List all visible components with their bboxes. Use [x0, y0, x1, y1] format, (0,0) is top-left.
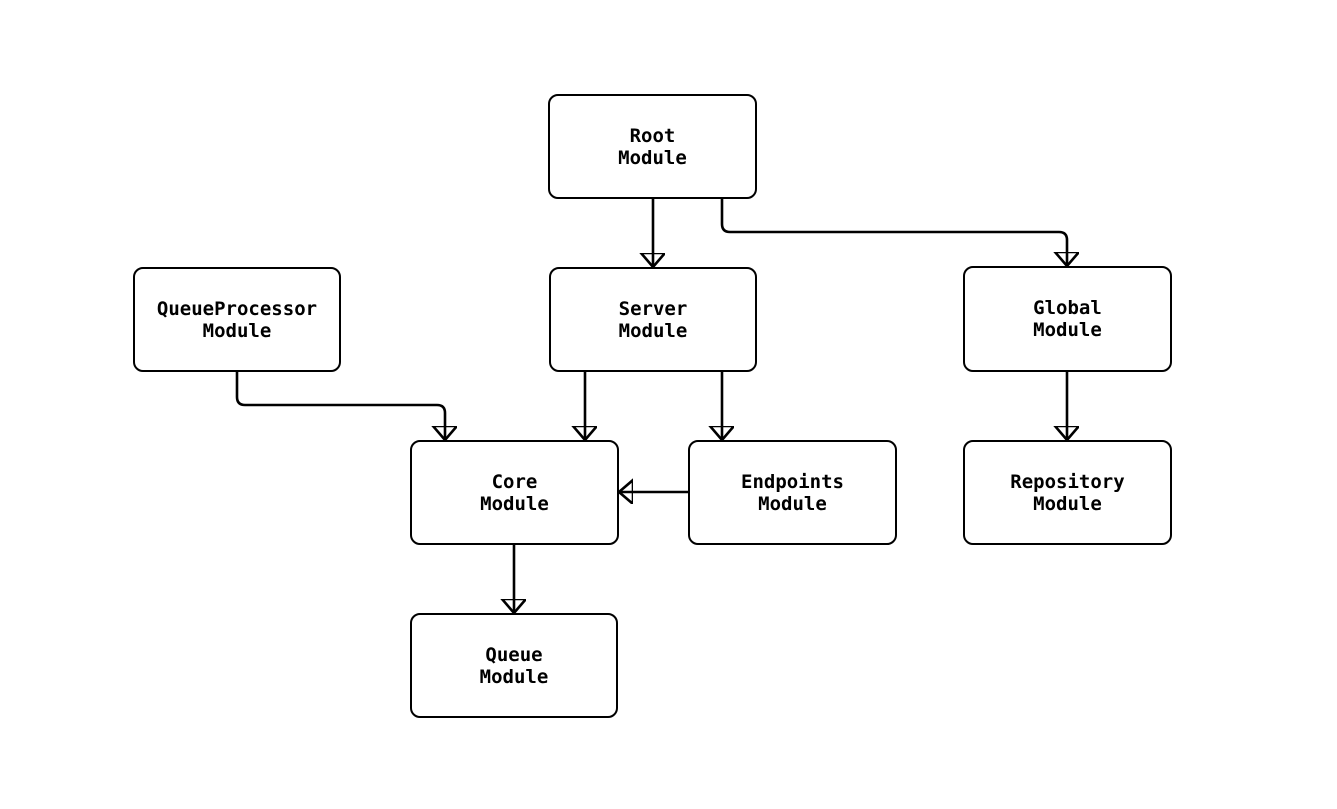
node-root-module-label: Root Module — [618, 124, 687, 169]
node-queue-module: Queue Module — [410, 613, 618, 718]
node-core-module: Core Module — [410, 440, 619, 545]
node-repository-module-label: Repository Module — [1010, 470, 1125, 515]
node-queueprocessor-module-label: QueueProcessor Module — [156, 297, 318, 342]
node-server-module-label: Server Module — [618, 297, 688, 342]
node-root-module: Root Module — [548, 94, 757, 199]
node-server-module: Server Module — [549, 267, 757, 372]
node-queueprocessor-module: QueueProcessor Module — [133, 267, 341, 372]
edge-queueprocessor-to-core — [235, 372, 445, 440]
edge-root-to-global — [720, 199, 1067, 266]
node-core-module-label: Core Module — [480, 470, 549, 515]
node-queue-module-label: Queue Module — [479, 643, 549, 688]
node-endpoints-module: Endpoints Module — [688, 440, 897, 545]
node-endpoints-module-label: Endpoints Module — [741, 470, 844, 515]
node-global-module-label: Global Module — [1033, 297, 1102, 341]
node-repository-module: Repository Module — [963, 440, 1172, 545]
node-global-module: Global Module — [963, 266, 1172, 372]
